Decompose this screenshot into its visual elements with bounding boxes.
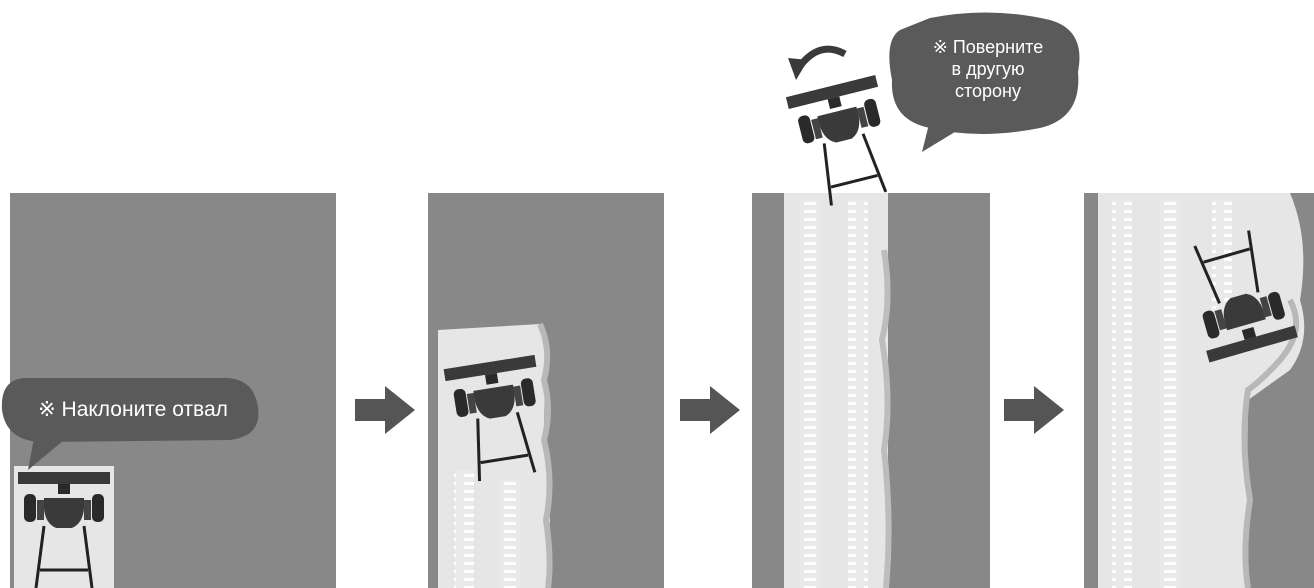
callout-line: в другую <box>900 58 1076 80</box>
cleared-area <box>784 193 888 588</box>
panel-3 <box>752 75 990 588</box>
callout-line: сторону <box>900 80 1076 102</box>
arrow-right-icon <box>355 386 415 434</box>
tractor-icon <box>786 75 903 210</box>
panel-4 <box>1084 193 1314 588</box>
arrow-right-icon <box>680 386 740 434</box>
callout-turn-other-way: ※ Поверните в другую сторону <box>900 36 1076 102</box>
callout-line: ※ Поверните <box>900 36 1076 58</box>
arrow-right-icon <box>1004 386 1064 434</box>
curved-arrow-icon <box>788 49 845 80</box>
callout-tilt-blade: ※ Наклоните отвал <box>8 395 258 429</box>
panel-2 <box>428 193 664 588</box>
